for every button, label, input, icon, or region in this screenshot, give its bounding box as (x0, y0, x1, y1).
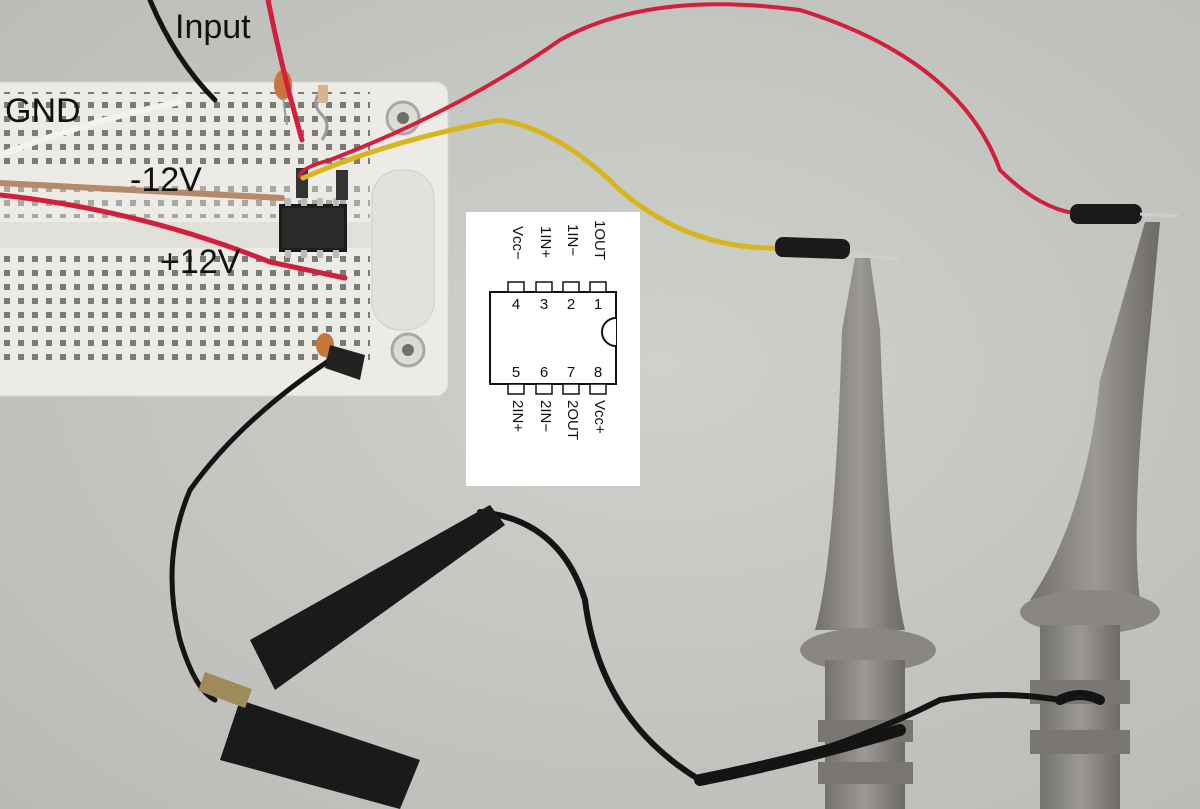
pinout-diagram: 1OUT 1IN− 1IN+ Vcc− 1 2 3 4 8 7 6 5 Vcc+… (466, 212, 640, 486)
pin-2-name: 1IN− (564, 224, 581, 257)
pin-1-number: 1 (593, 296, 603, 313)
wires (0, 0, 1082, 281)
wire-pin-connectors (774, 204, 1179, 261)
pin-5-name: 2IN+ (509, 400, 526, 433)
ground-clips (169, 357, 1105, 786)
pin-1-name: 1OUT (591, 220, 608, 261)
oscilloscope-probe-right (1020, 222, 1160, 809)
pin-3-name: 1IN+ (537, 226, 554, 259)
pin-6-number: 6 (539, 364, 549, 381)
pin-8-number: 8 (593, 364, 603, 381)
pin-4-name: Vcc− (509, 226, 526, 260)
pin-3-number: 3 (539, 296, 549, 313)
label-gnd: GND (5, 92, 81, 130)
pin-2-number: 2 (566, 296, 576, 313)
label-neg12v: -12V (130, 161, 202, 199)
pin-6-name: 2IN− (537, 400, 554, 433)
label-pos12v: +12V (160, 243, 241, 281)
pin-7-name: 2OUT (564, 400, 581, 441)
alligator-clips (198, 345, 505, 809)
label-input: Input (175, 8, 251, 46)
pinout-package (489, 281, 617, 395)
opamp-chip (279, 198, 347, 258)
pin-4-number: 4 (511, 296, 521, 313)
pin-8-name: Vcc+ (591, 400, 608, 434)
pin-7-number: 7 (566, 364, 576, 381)
pin-5-number: 5 (511, 364, 521, 381)
